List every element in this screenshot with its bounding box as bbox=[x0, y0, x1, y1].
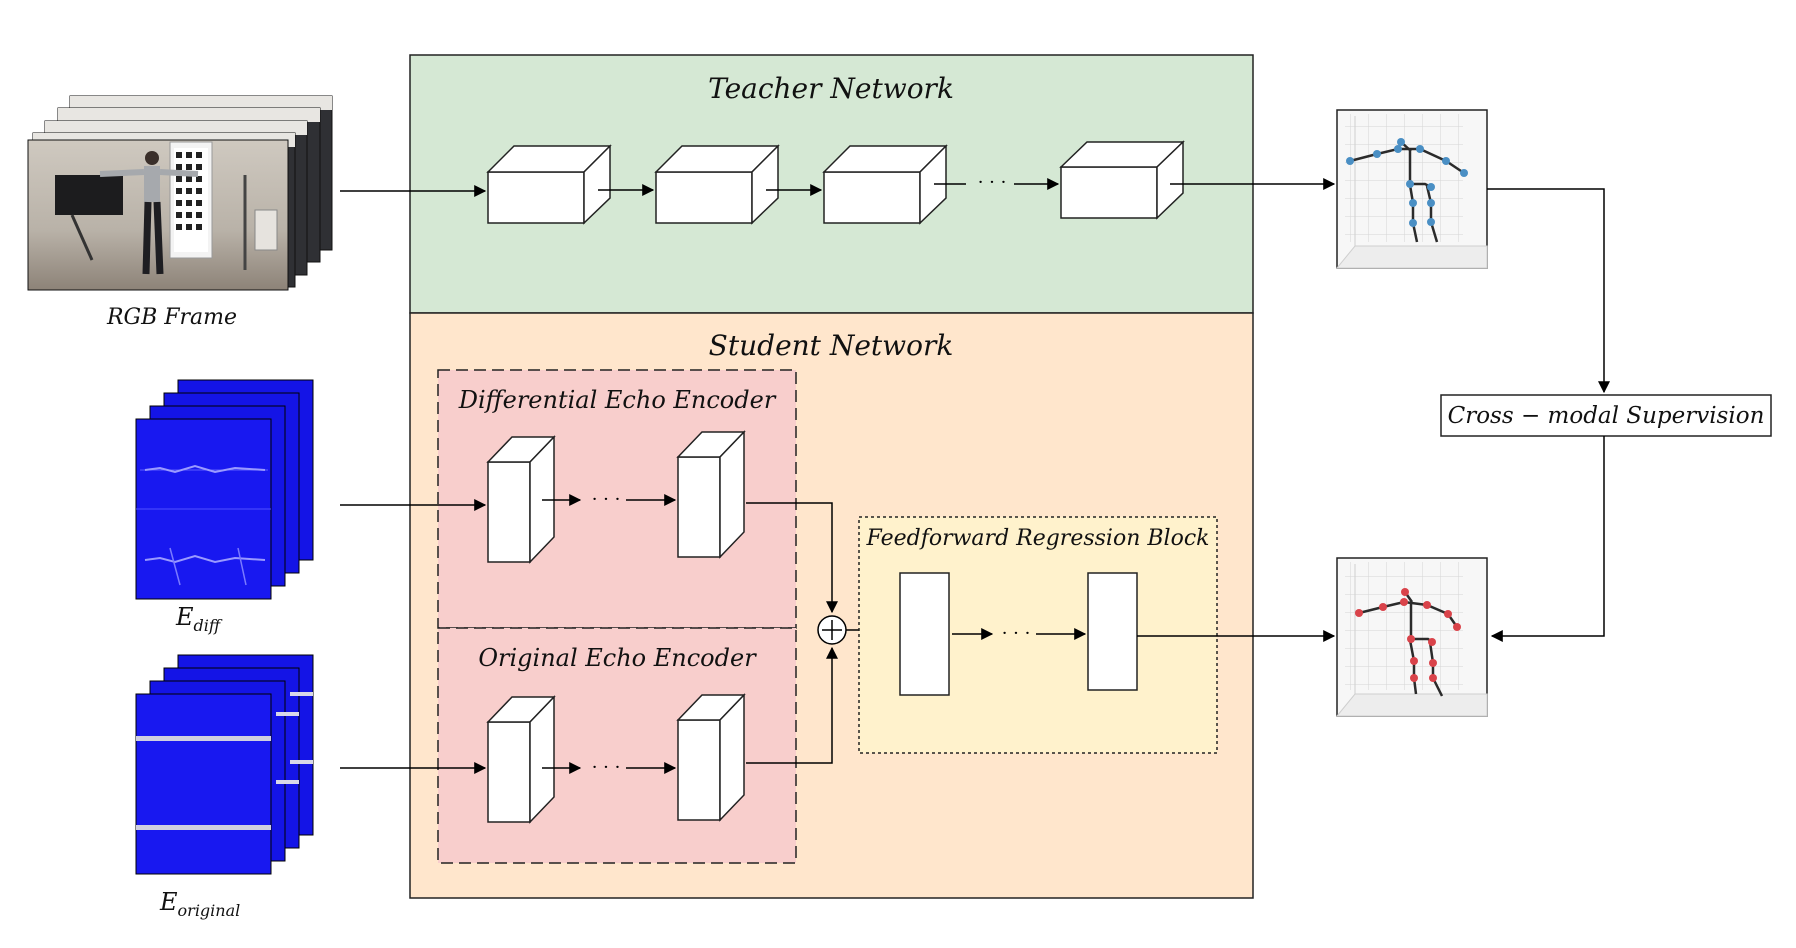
eoriginal-subscript: original bbox=[178, 901, 241, 920]
ediff-base: E bbox=[175, 603, 194, 631]
diff-encoder-block-2 bbox=[676, 430, 746, 559]
regression-layer-2 bbox=[1087, 572, 1138, 691]
spectrogram-stack-icon bbox=[135, 379, 314, 600]
teacher-network-title: Teacher Network bbox=[708, 72, 954, 105]
svg-text:Ediff: Ediff bbox=[175, 603, 223, 635]
eoriginal-base: E bbox=[159, 888, 178, 916]
orig-encoder-block-2 bbox=[676, 693, 746, 822]
original-echo-encoder-title: Original Echo Encoder bbox=[478, 644, 757, 672]
ediff-label: Ediff bbox=[175, 603, 223, 635]
cross-modal-supervision-label: Cross − modal Supervision bbox=[1448, 403, 1765, 429]
teacher-pose-3d-skeleton-icon bbox=[1335, 109, 1488, 269]
orig-encoder-block-1 bbox=[486, 695, 556, 824]
eoriginal-label: Eoriginal bbox=[159, 888, 240, 920]
student-network-title: Student Network bbox=[709, 329, 954, 362]
differential-echo-encoder: Differential Echo Encoder · · · bbox=[437, 369, 797, 629]
feedforward-regression-title: Feedforward Regression Block bbox=[866, 526, 1210, 551]
teacher-block-2 bbox=[654, 144, 780, 225]
feedforward-regression-block: Feedforward Regression Block · · · bbox=[858, 516, 1218, 754]
teacher-ellipsis: · · · bbox=[978, 172, 1007, 193]
teacher-block-1 bbox=[486, 144, 612, 225]
svg-text:Eoriginal: Eoriginal bbox=[159, 888, 240, 920]
circled-plus-icon bbox=[817, 615, 847, 645]
teacher-network-panel: Teacher Network · · · bbox=[340, 54, 1336, 314]
teacher-block-4 bbox=[1059, 140, 1185, 220]
photo-stack-icon bbox=[27, 95, 333, 291]
regression-ellipsis: · · · bbox=[1002, 623, 1031, 644]
regression-layer-1 bbox=[899, 572, 950, 696]
orig-encoder-ellipsis: · · · bbox=[592, 757, 621, 778]
differential-echo-encoder-title: Differential Echo Encoder bbox=[458, 386, 777, 414]
spectrogram-stack-icon bbox=[135, 654, 314, 875]
rgb-frame-label: RGB Frame bbox=[106, 305, 237, 330]
diff-encoder-ellipsis: · · · bbox=[592, 489, 621, 510]
cross-modal-supervision-box: Cross − modal Supervision bbox=[1440, 394, 1772, 437]
student-network-panel: Student Network Differential Echo Encode… bbox=[409, 312, 1336, 899]
student-pose-3d-skeleton-icon bbox=[1335, 557, 1488, 717]
ediff-subscript: diff bbox=[194, 616, 223, 635]
teacher-block-3 bbox=[822, 144, 948, 225]
original-echo-encoder: Original Echo Encoder · · · bbox=[437, 627, 797, 864]
